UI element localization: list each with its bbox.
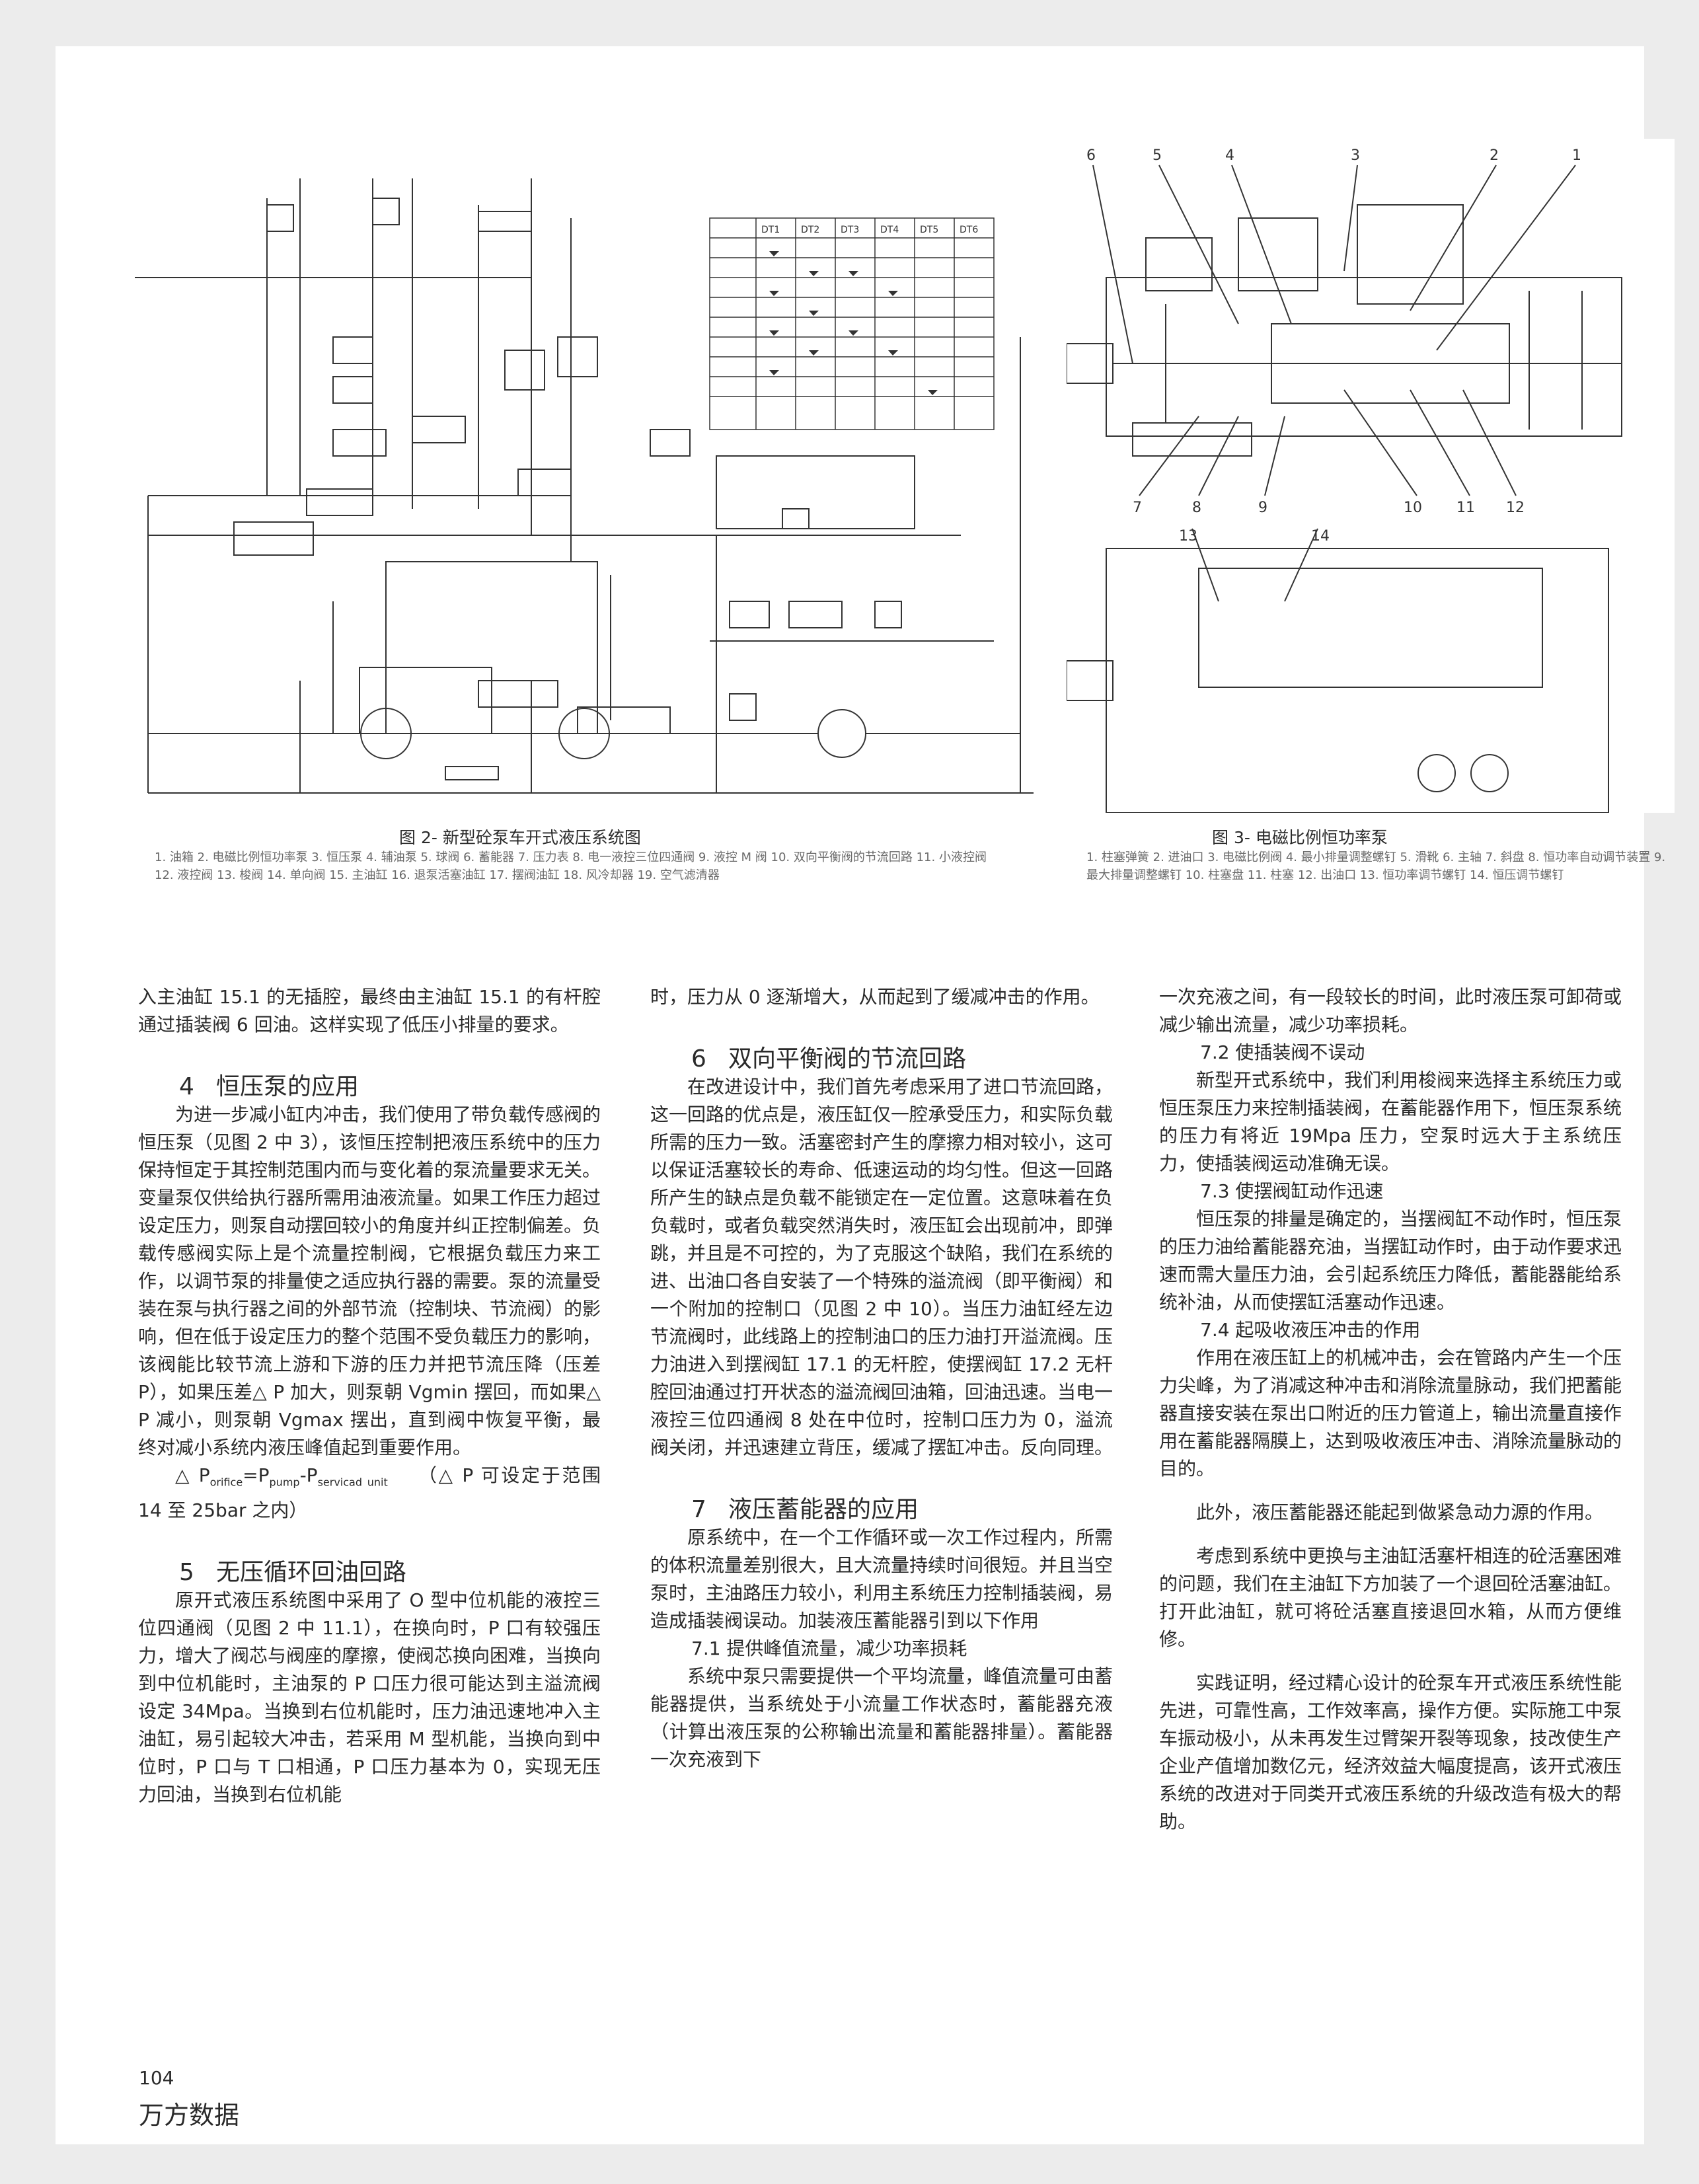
paragraph: 作用在液压缸上的机械冲击，会在管路内产生一个压力尖峰，为了消减这种冲击和消除流量… [1159, 1347, 1622, 1480]
callout-12: 12 [1506, 500, 1525, 516]
figure3-title: 图 3- 电磁比例恒功率泵 [1212, 828, 1388, 847]
schematic-lines [135, 178, 1034, 794]
paragraph: 入主油缸 15.1 的无插腔，最终由主油缸 15.1 的有杆腔通过插装阀 6 回… [138, 986, 601, 1036]
formula: △ Porifice=Ppump-Pservicad unit （△ P 可设定… [138, 1464, 601, 1521]
table-marks [769, 251, 938, 395]
page-number: 104 [139, 2067, 174, 2089]
figure2-legend: 1. 油箱 2. 电磁比例恒功率泵 3. 恒压泵 4. 辅油泵 5. 球阀 6.… [155, 850, 987, 882]
subsection-heading-7-2: 7.2 使插装阀不误动 [1200, 1041, 1365, 1063]
table-header-dt2: DT2 [801, 225, 819, 235]
paragraph: 在改进设计中，我们首先考虑采用了进口节流回路，这一回路的优点是，液压缸仅一腔承受… [650, 1076, 1114, 1458]
publisher-brand: 万方数据 [139, 2101, 240, 2130]
pump-callout-labels: 6 5 4 3 2 1 7 8 9 10 11 12 13 14 [1086, 147, 1581, 545]
paragraph: 考虑到系统中更换与主油缸活塞杆相连的砼活塞困难的问题，我们在主油缸下方加装了一个… [1159, 1545, 1622, 1650]
paragraph: 为进一步减小缸内冲击，我们使用了带负载传感阀的恒压泵（见图 2 中 3），该恒压… [138, 1104, 601, 1458]
callout-7: 7 [1133, 500, 1142, 516]
subsection-heading-7-1: 7.1 提供峰值流量，减少功率损耗 [691, 1638, 967, 1659]
callout-3: 3 [1351, 147, 1360, 164]
paragraph: 时，压力从 0 逐渐增大，从而起到了缓减冲击的作用。 [650, 986, 1100, 1008]
figure2-title: 图 2- 新型砼泵车开式液压系统图 [399, 828, 641, 847]
pump-side-view [1067, 528, 1609, 813]
text-column-1: 入主油缸 15.1 的无插腔，最终由主油缸 15.1 的有杆腔通过插装阀 6 回… [138, 983, 601, 1809]
subsection-heading-7-4: 7.4 起吸收液压冲击的作用 [1200, 1319, 1421, 1341]
solenoid-table-headers: DT1 DT2 DT3 DT4 DT5 DT6 [761, 225, 978, 235]
callout-11: 11 [1456, 500, 1475, 516]
paragraph: 原系统中，在一个工作循环或一次工作过程内，所需的体积流量差别很大，且大流量持续时… [650, 1526, 1114, 1632]
callout-6: 6 [1086, 147, 1096, 164]
callout-14: 14 [1311, 528, 1330, 545]
table-header-dt5: DT5 [920, 225, 938, 235]
proportional-pump-drawing: 6 5 4 3 2 1 7 8 9 10 11 12 13 14 [1067, 139, 1675, 813]
table-header-dt4: DT4 [880, 225, 899, 235]
figure3-legend: 1. 柱塞弹簧 2. 进油口 3. 电磁比例阀 4. 最小排量调整螺钉 5. 滑… [1086, 850, 1666, 882]
table-header-dt1: DT1 [761, 225, 780, 235]
pump-cross-section [1067, 165, 1622, 496]
text-column-3: 一次充液之间，有一段较长的时间，此时液压泵可卸荷或减少输出流量，减少功率损耗。 … [1159, 983, 1622, 1836]
paragraph: 一次充液之间，有一段较长的时间，此时液压泵可卸荷或减少输出流量，减少功率损耗。 [1159, 986, 1622, 1036]
callout-8: 8 [1192, 500, 1201, 516]
paragraph: 新型开式系统中，我们利用梭阀来选择主系统压力或恒压泵压力来控制插装阀，在蓄能器作… [1159, 1069, 1622, 1174]
callout-13: 13 [1179, 528, 1197, 545]
table-header-dt6: DT6 [960, 225, 978, 235]
paragraph: 原开式液压系统图中采用了 O 型中位机能的液控三位四通阀（见图 2 中 11.1… [138, 1589, 601, 1805]
hydraulic-system-diagram: DT1 DT2 DT3 DT4 DT5 DT6 [135, 139, 1047, 813]
callout-1: 1 [1572, 147, 1581, 164]
table-header-dt3: DT3 [841, 225, 859, 235]
solenoid-table [709, 217, 995, 430]
page: DT1 DT2 DT3 DT4 DT5 DT6 [56, 46, 1675, 2144]
paragraph: 系统中泵只需要提供一个平均流量，峰值流量可由蓄能器提供，当系统处于小流量工作状态… [650, 1665, 1114, 1770]
callout-5: 5 [1152, 147, 1162, 164]
paragraph: 此外，液压蓄能器还能起到做紧急动力源的作用。 [1196, 1501, 1604, 1523]
callout-9: 9 [1258, 500, 1267, 516]
subsection-heading-7-3: 7.3 使摆阀缸动作迅速 [1200, 1180, 1384, 1202]
paragraph: 实践证明，经过精心设计的砼泵车开式液压系统性能先进，可靠性高，工作效率高，操作方… [1159, 1672, 1622, 1832]
callout-2: 2 [1490, 147, 1499, 164]
callout-10: 10 [1404, 500, 1422, 516]
paragraph: 恒压泵的排量是确定的，当摆阀缸不动作时，恒压泵的压力油给蓄能器充油，当摆缸动作时… [1159, 1208, 1622, 1313]
callout-4: 4 [1225, 147, 1234, 164]
